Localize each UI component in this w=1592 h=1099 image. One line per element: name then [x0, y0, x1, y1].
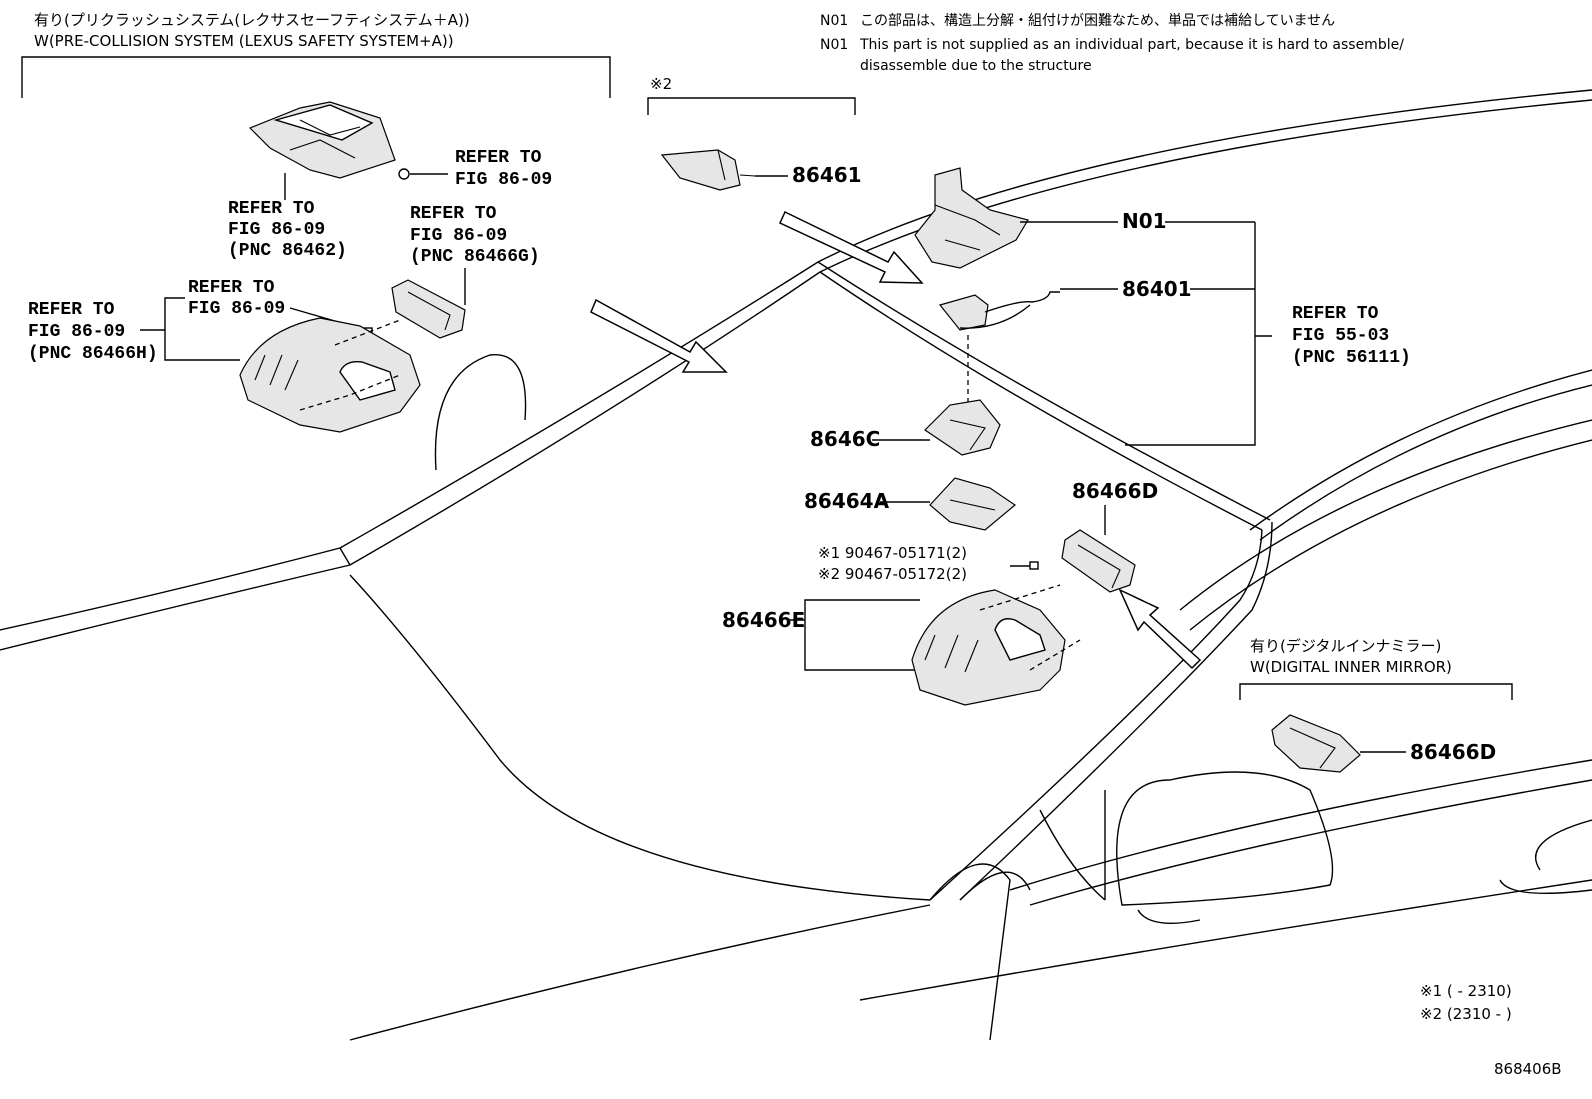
ref-b-line1: REFER TO: [228, 199, 315, 219]
bracket-86466d-mirror: [1271, 714, 1361, 773]
ref-e-line3: (PNC 86466H): [28, 344, 158, 364]
refer-bracket-right: [1125, 222, 1256, 446]
footnote-1: ※1 ( - 2310): [1420, 982, 1512, 1000]
note-jp: この部品は、構造上分解・組付けが困難なため、単品では補給していません: [860, 13, 1335, 29]
part-86401: 86401: [1122, 277, 1192, 301]
screw-1: ※1 90467-05171(2): [818, 544, 967, 562]
part-86466d: 86466D: [1072, 479, 1158, 503]
leader-ref-e: [140, 297, 240, 361]
part-8646c: 8646C: [810, 427, 880, 451]
header-left-jp: 有り(プリクラッシュシステム(レクサスセーフティシステム＋A)): [34, 11, 470, 29]
ref-b-line2: FIG 86-09: [228, 220, 325, 240]
ref-right-line3: (PNC 56111): [1292, 348, 1411, 368]
part-86466d-mirror: 86466D: [1410, 740, 1496, 764]
diagram-id: 868406B: [1494, 1060, 1562, 1078]
ref-e-line1: REFER TO: [28, 300, 115, 320]
harness-86401: [938, 291, 1060, 331]
cover-86461: [660, 149, 756, 191]
ref-a-line2: FIG 86-09: [455, 170, 552, 190]
note-jp-tag: N01: [820, 13, 848, 29]
flow-arrow-3: [1118, 588, 1202, 670]
ref-e-line2: FIG 86-09: [28, 322, 125, 342]
left-group-bracket: [21, 56, 611, 98]
mark2-bracket: [647, 97, 856, 115]
mark-2: ※2: [650, 75, 672, 93]
leader-86466e: [788, 599, 920, 671]
mirror-group-en: W(DIGITAL INNER MIRROR): [1250, 658, 1452, 676]
ref-d-line1: REFER TO: [188, 278, 275, 298]
ref-right-line2: FIG 55-03: [1292, 326, 1389, 346]
part-86464a: 86464A: [804, 489, 890, 513]
ref-d-line2: FIG 86-09: [188, 299, 285, 319]
part-86461: 86461: [792, 163, 862, 187]
screw-icon: [1029, 561, 1039, 570]
ref-a-line1: REFER TO: [455, 148, 542, 168]
bracket-86464a: [929, 477, 1016, 531]
note-en-line1: This part is not supplied as an individu…: [859, 37, 1404, 53]
flow-arrow-2: [779, 210, 924, 284]
note-en-line2: disassemble due to the structure: [860, 58, 1092, 74]
car-body-outline: [0, 89, 1592, 1041]
note-en-tag: N01: [820, 37, 848, 53]
bracket-8646c: [924, 399, 1001, 456]
ref-c-line3: (PNC 86466G): [410, 247, 540, 267]
ref-right-line1: REFER TO: [1292, 304, 1379, 324]
part-n01: N01: [1122, 209, 1167, 233]
bracket-86466g: [391, 279, 466, 339]
ref-c-line1: REFER TO: [410, 204, 497, 224]
mirror-group-bracket: [1239, 683, 1513, 700]
ref-c-line2: FIG 86-09: [410, 226, 507, 246]
ref-b-line3: (PNC 86462): [228, 241, 347, 261]
bracket-86466d: [1061, 529, 1136, 593]
mirror-group-jp: 有り(デジタルインナミラー): [1250, 637, 1441, 655]
screw-2: ※2 90467-05172(2): [818, 565, 967, 583]
bracket-n01: [914, 167, 1029, 269]
flow-arrow-1: [590, 298, 728, 373]
camera-assembly-top: [248, 101, 410, 180]
header-left-en: W(PRE-COLLISION SYSTEM (LEXUS SAFETY SYS…: [34, 32, 454, 50]
cover-86466h: [239, 317, 421, 433]
cover-86466e: [911, 584, 1081, 706]
footnote-2: ※2 (2310 - ): [1420, 1005, 1512, 1023]
